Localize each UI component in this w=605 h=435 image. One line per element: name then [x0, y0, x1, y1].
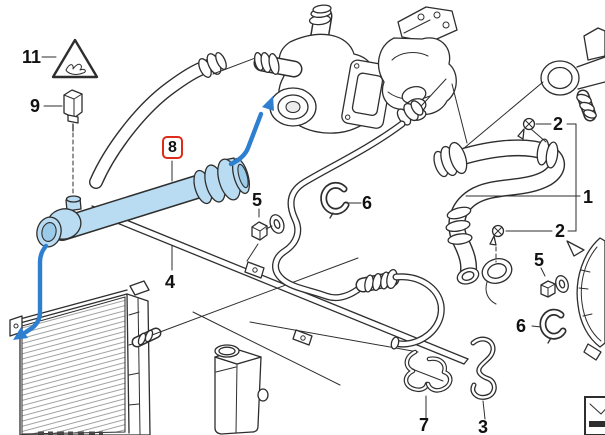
callout-1[interactable]: 1 — [583, 187, 594, 207]
vent-hose — [272, 100, 445, 350]
support-bracket — [566, 237, 605, 361]
callout-3[interactable]: 3 — [478, 417, 489, 435]
flow-arrow-to-radiator — [13, 327, 28, 340]
callout-2-bottom[interactable]: 2 — [555, 221, 566, 241]
callout-11[interactable]: 11 — [22, 47, 42, 67]
callout-leader-lines — [41, 56, 581, 420]
flow-path — [13, 96, 274, 340]
coolant-sensor — [63, 89, 83, 197]
clipped-footer-text — [38, 431, 103, 435]
callout-5-left[interactable]: 5 — [252, 190, 263, 210]
callout-7[interactable]: 7 — [419, 415, 430, 435]
heater-hose — [89, 52, 259, 189]
legend-corner-box — [584, 396, 605, 435]
callout-6-left[interactable]: 6 — [362, 193, 373, 213]
screw-2-top — [517, 117, 536, 140]
callout-8-selected[interactable]: 8 — [162, 136, 183, 159]
upper-radiator-hose-highlighted[interactable] — [34, 157, 253, 250]
callout-6-right[interactable]: 6 — [516, 316, 527, 336]
connection-leader-lines — [151, 257, 419, 386]
callout-5-right[interactable]: 5 — [534, 250, 545, 270]
radiator-hose — [433, 138, 566, 305]
water-pump-bracket — [377, 6, 468, 144]
coolant-flange — [462, 27, 605, 150]
s-hook-3 — [470, 336, 497, 400]
bolt-5-left — [251, 214, 285, 241]
screw-2-bottom — [489, 224, 505, 263]
flow-arrow-to-thermostat — [262, 96, 274, 111]
hose-clip-7 — [403, 349, 453, 393]
thermostat-housing — [253, 4, 393, 134]
radiator — [9, 280, 162, 435]
callout-4[interactable]: 4 — [165, 272, 176, 292]
retaining-clip-6-right — [539, 308, 567, 344]
expansion-tank — [214, 344, 269, 435]
warning-triangle-icon — [51, 38, 99, 79]
bolt-5-right — [540, 275, 569, 298]
retaining-clip-6-left — [320, 181, 350, 219]
callout-9[interactable]: 9 — [30, 96, 41, 116]
callout-2-top[interactable]: 2 — [553, 114, 564, 134]
